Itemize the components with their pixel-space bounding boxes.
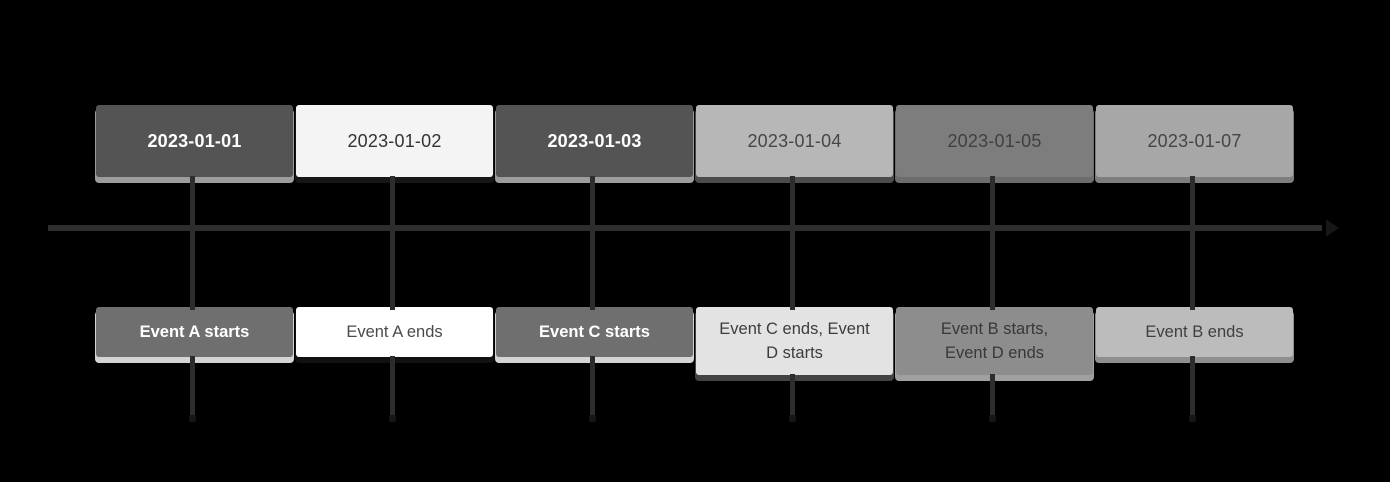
time-period-label: 2023-01-05 <box>947 130 1042 151</box>
connector-line-lower <box>389 356 396 422</box>
connector-line-lower <box>789 374 796 422</box>
event-box: Event B ends <box>1096 307 1293 357</box>
event-label-line: Event C starts <box>539 323 650 341</box>
time-period-box: 2023-01-07 <box>1096 105 1293 177</box>
connector-line-upper <box>990 176 995 310</box>
connector-line-lower <box>989 374 996 422</box>
event-label-line: Event A starts <box>139 323 250 341</box>
connector-line-upper <box>1190 176 1195 310</box>
event-label-line: Event A ends <box>346 323 443 341</box>
event-box: Event B starts, Event D ends <box>896 307 1093 375</box>
event-box: Event C starts <box>496 307 693 357</box>
connector-line-lower <box>589 356 596 422</box>
event-box: Event A ends <box>296 307 493 357</box>
timeline-column-5: 2023-01-05 Event B starts, Event D ends <box>896 0 1093 482</box>
time-period-label: 2023-01-03 <box>547 130 642 151</box>
connector-line-upper <box>790 176 795 310</box>
event-label-line: Event D ends <box>944 344 1045 362</box>
time-period-label: 2023-01-01 <box>147 130 242 151</box>
timeline-column-2: 2023-01-02 Event A ends <box>296 0 493 482</box>
connector-line-lower <box>189 356 196 422</box>
connector-line-upper <box>190 176 195 310</box>
timeline-column-3: 2023-01-03 Event C starts <box>496 0 693 482</box>
time-period-box: 2023-01-03 <box>496 105 693 177</box>
connector-line-upper <box>590 176 595 310</box>
timeline-axis-line <box>48 225 1322 231</box>
timeline-column-1: 2023-01-01 Event A starts <box>96 0 293 482</box>
timeline-column-6: 2023-01-07 Event B ends <box>1096 0 1293 482</box>
time-period-box: 2023-01-04 <box>696 105 893 177</box>
connector-line-upper <box>390 176 395 310</box>
time-period-label: 2023-01-04 <box>747 130 842 151</box>
event-label-line: Event C ends, Event <box>719 320 870 338</box>
time-period-box: 2023-01-02 <box>296 105 493 177</box>
time-period-box: 2023-01-01 <box>96 105 293 177</box>
time-period-label: 2023-01-07 <box>1147 130 1242 151</box>
timeline-axis-arrowhead-icon <box>1326 219 1339 237</box>
event-label-line: Event B starts, <box>940 320 1049 338</box>
event-label-line: Event B ends <box>1145 323 1244 341</box>
time-period-label: 2023-01-02 <box>347 130 442 151</box>
event-box: Event A starts <box>96 307 293 357</box>
timeline-column-4: 2023-01-04 Event C ends, Event D starts <box>696 0 893 482</box>
event-box: Event C ends, Event D starts <box>696 307 893 375</box>
time-period-box: 2023-01-05 <box>896 105 1093 177</box>
connector-line-lower <box>1189 356 1196 422</box>
event-label-line: D starts <box>766 344 823 362</box>
